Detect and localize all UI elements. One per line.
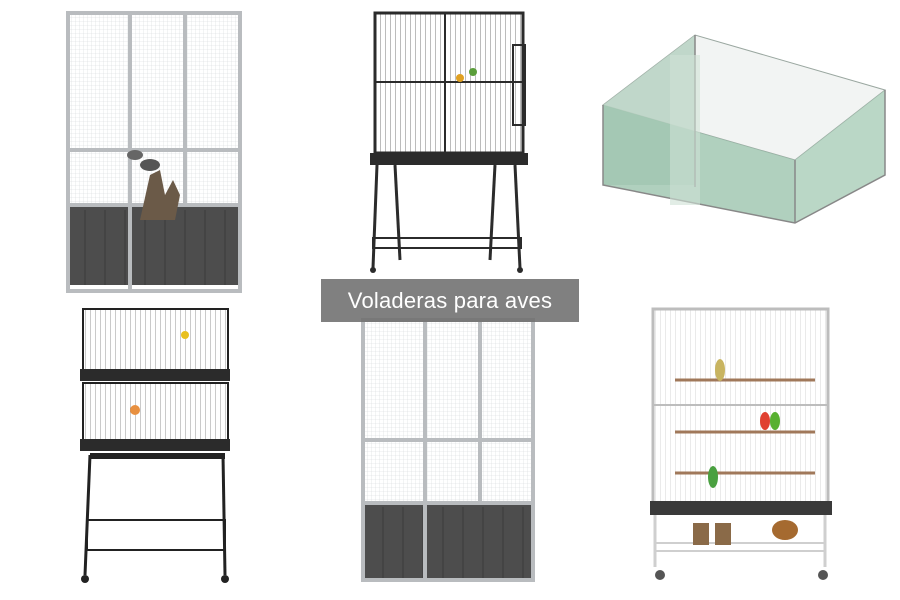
white-cage-illustration [650,307,832,580]
product-image-cage-stand[interactable] [365,10,530,280]
product-image-white-cage[interactable] [645,305,835,590]
stacked-cage-illustration [80,308,230,583]
product-image-aviary-2[interactable] [355,315,540,585]
cage-illustration [370,11,528,273]
product-image-stacked-cages[interactable] [75,305,235,590]
enclosure-illustration [601,34,887,224]
product-image-aviary-1[interactable] [55,5,255,295]
product-image-run-enclosure[interactable] [595,25,890,275]
caption-banner: Voladeras para aves [321,279,579,322]
aviary-illustration [66,11,242,293]
aviary-illustration-2 [361,318,535,582]
